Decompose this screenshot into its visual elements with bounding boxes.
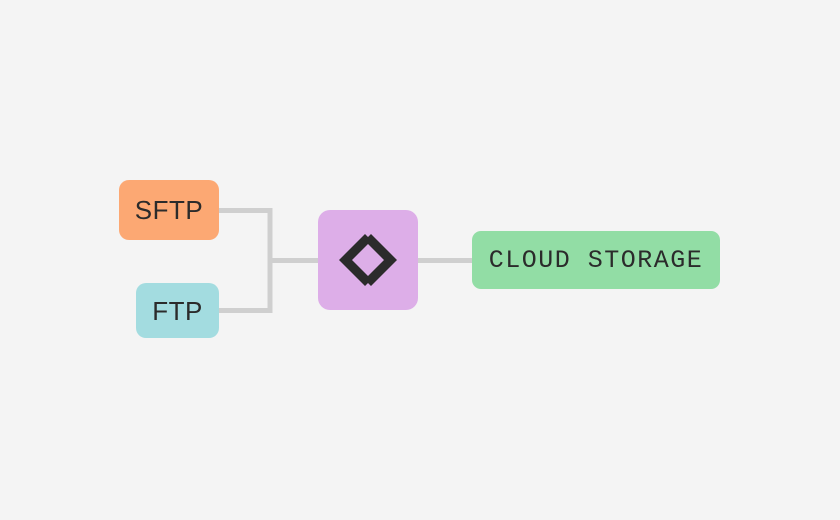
edge-ftp-to-processor xyxy=(219,260,273,313)
edge-sftp-to-processor xyxy=(219,208,273,261)
node-sftp[interactable]: SFTP xyxy=(119,180,219,240)
node-cloud-storage-label: CLOUD STORAGE xyxy=(488,245,704,275)
node-cloud-storage[interactable]: CLOUD STORAGE xyxy=(472,231,720,289)
node-processor[interactable] xyxy=(318,210,418,310)
node-ftp-label: FTP xyxy=(152,295,203,326)
code-diamond-icon xyxy=(336,228,400,292)
node-ftp[interactable]: FTP xyxy=(136,283,219,338)
node-sftp-label: SFTP xyxy=(134,195,204,225)
